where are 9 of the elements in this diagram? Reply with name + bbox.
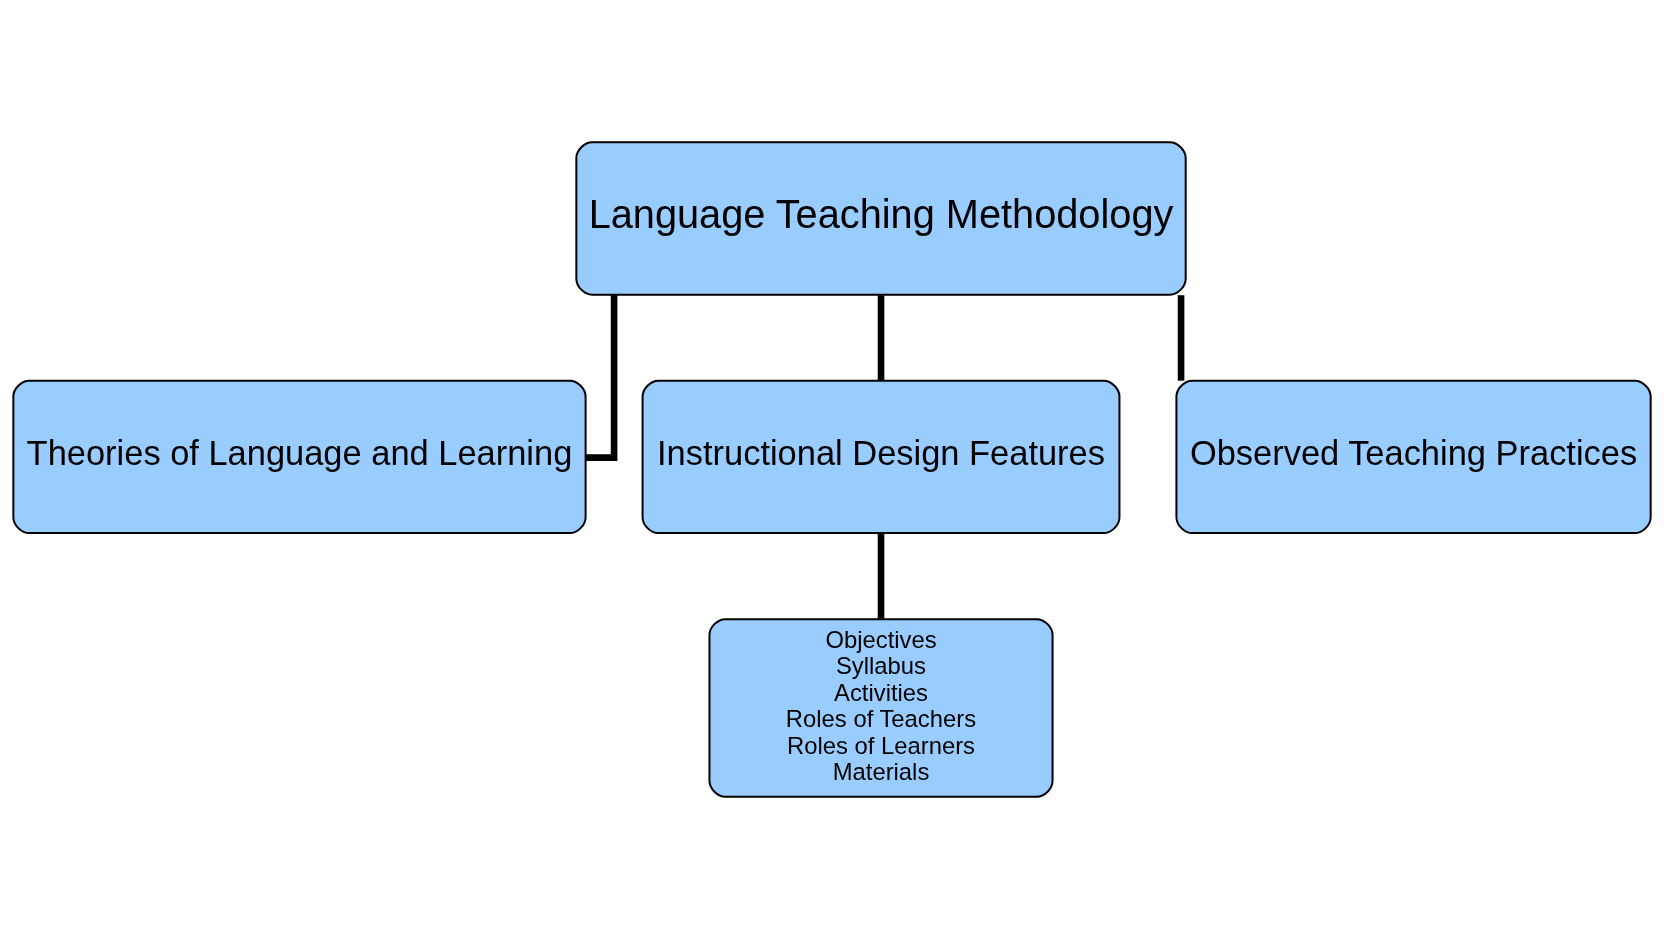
node-box: Language Teaching Methodology: [575, 141, 1187, 296]
node-box: Observed Teaching Practices: [1175, 379, 1652, 535]
node-box: Objectives Syllabus Activities Roles of Teachers Roles of Learners Materials: [708, 618, 1054, 798]
connector: [1177, 295, 1185, 381]
connector: [585, 294, 618, 461]
node-box: Theories of Language and Learning: [12, 379, 587, 535]
connector: [877, 533, 885, 619]
connector: [877, 295, 885, 381]
node-box: Instructional Design Features: [641, 379, 1121, 535]
